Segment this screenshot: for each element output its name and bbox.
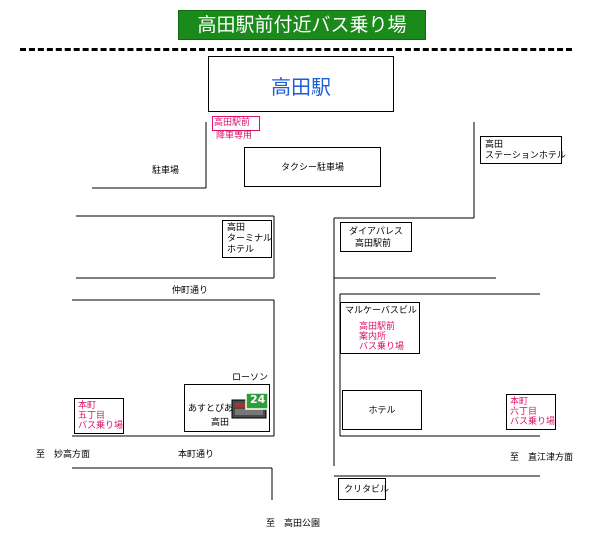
terminal-hotel-line1: 高田	[227, 223, 246, 233]
lawson-store-icon	[231, 392, 269, 419]
kurita-label: クリタビル	[344, 485, 390, 495]
honcho-dori-label: 本町通り	[178, 450, 215, 460]
station-stop-label: 高田駅前	[214, 118, 251, 128]
marukei-stop-line2: 案内所	[359, 332, 387, 342]
diapalace-line1: ダイアパレス	[349, 227, 403, 237]
honcho6-line1: 本町	[510, 397, 529, 407]
honcho5-line1: 本町	[78, 401, 97, 411]
map-title: 高田駅前付近バス乗り場	[178, 10, 426, 40]
taxi-parking: タクシー駐車場	[244, 147, 381, 187]
lawson-24-badge: 24	[250, 393, 266, 406]
terminal-hotel-line3: ホテル	[227, 245, 255, 255]
asutopia-line1: あすとぴあ	[188, 404, 234, 414]
honcho6-stop: 本町 六丁目 バス乗り場	[506, 394, 556, 430]
honcho6-line3: バス乗り場	[510, 417, 556, 427]
station-label: 高田駅	[271, 75, 331, 99]
to-naoetsu-label: 至 直江津方面	[510, 453, 574, 463]
to-park-label: 至 高田公園	[266, 519, 321, 529]
marukei-stop-line1: 高田駅前	[359, 322, 396, 332]
to-myoko-label: 至 妙高方面	[36, 450, 91, 460]
marukei-bus-building: マルケーバスビル 高田駅前 案内所 バス乗り場	[340, 302, 420, 354]
railway-line	[20, 48, 572, 51]
station-stop-box	[212, 116, 260, 131]
taxi-parking-label: タクシー駐車場	[280, 163, 344, 173]
station-stop-note: 降車専用	[216, 131, 253, 141]
terminal-hotel-line2: ターミナル	[227, 234, 273, 244]
terminal-hotel: 高田 ターミナル ホテル	[222, 220, 272, 258]
asutopia-line2: 高田	[211, 418, 230, 428]
station-hotel: 高田 ステーションホテル	[480, 136, 566, 164]
diapalace: ダイアパレス 高田駅前	[340, 222, 412, 252]
lawson-label: ローソン	[232, 373, 269, 383]
honcho5-line2: 五丁目	[78, 411, 106, 421]
honcho5-line3: バス乗り場	[78, 421, 124, 431]
marukei-label: マルケーバスビル	[345, 306, 417, 316]
parking-label: 駐車場	[152, 166, 180, 176]
hotel-label: ホテル	[368, 406, 396, 416]
station-building: 高田駅	[208, 56, 394, 112]
diapalace-line2: 高田駅前	[355, 239, 392, 249]
honcho5-stop: 本町 五丁目 バス乗り場	[74, 398, 124, 434]
station-hotel-line2: ステーションホテル	[485, 151, 566, 161]
honcho6-line2: 六丁目	[510, 407, 538, 417]
kurita-building: クリタビル	[338, 478, 390, 500]
nakamachi-label: 仲町通り	[172, 286, 209, 296]
marukei-stop-line3: バス乗り場	[359, 342, 405, 352]
hotel-building: ホテル	[342, 390, 422, 430]
station-hotel-line1: 高田	[485, 140, 504, 150]
